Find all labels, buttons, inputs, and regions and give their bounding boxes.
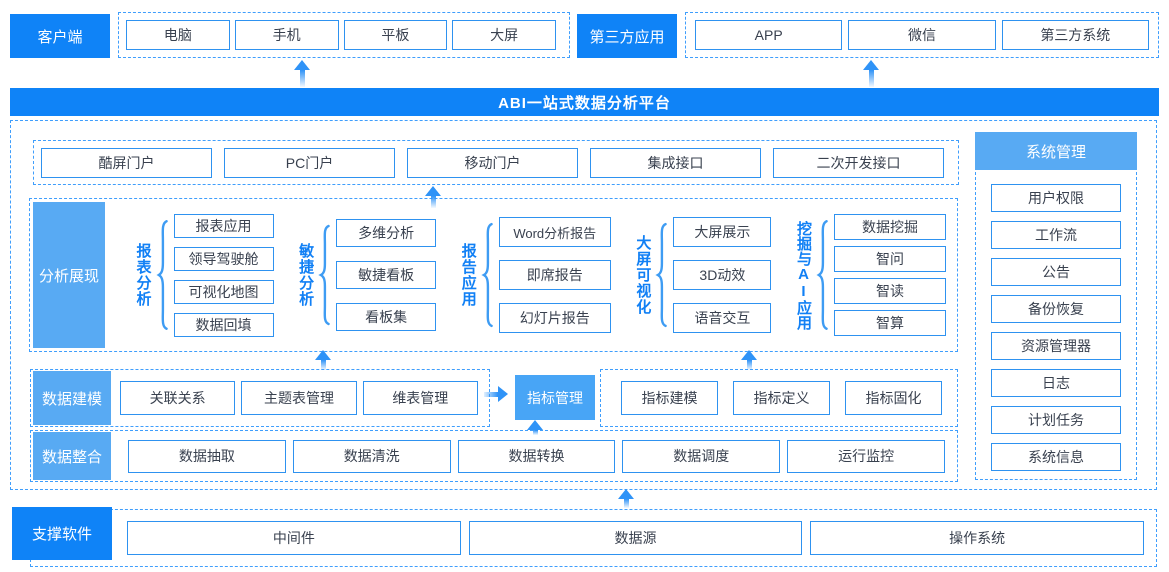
integration-item: 运行监控 [787, 439, 945, 473]
analysis-group: 挖掘与AI应用 数据挖掘 智问 智读 智算 [795, 214, 946, 336]
portal-item: 集成接口 [590, 147, 761, 178]
brace-icon [156, 219, 169, 331]
analysis-group-label: 大屏可视化 [634, 235, 652, 315]
portal-item: 二次开发接口 [773, 147, 944, 178]
analysis-group: 报告应用 Word分析报告 即席报告 幻灯片报告 [459, 217, 611, 333]
up-arrow-icon [617, 489, 635, 508]
metric-item: 指标建模 [621, 381, 718, 415]
support-item: 数据源 [468, 521, 803, 555]
integration-item: 数据抽取 [128, 439, 286, 473]
analysis-item: 敏捷看板 [336, 261, 437, 289]
up-arrow-icon [315, 350, 331, 370]
analysis-group-label: 挖掘与AI应用 [795, 220, 812, 330]
analysis-item: 数据回填 [173, 312, 274, 337]
client-label: 客户端 [10, 14, 110, 58]
analysis-item: 大屏展示 [673, 217, 772, 247]
analysis-group-label: 敏捷分析 [297, 243, 315, 307]
client-item: 手机 [234, 20, 339, 50]
portal-item: 移动门户 [407, 147, 578, 178]
brace-icon [318, 224, 331, 326]
analysis-container [29, 198, 958, 352]
support-container: 中间件 数据源 操作系统 [30, 509, 1157, 567]
client-item: 大屏 [452, 20, 556, 50]
integration-item: 数据清洗 [292, 439, 451, 473]
modeling-item: 维表管理 [362, 381, 478, 415]
up-arrow-icon [424, 186, 442, 208]
platform-banner: ABI一站式数据分析平台 [10, 88, 1159, 116]
analysis-item: 可视化地图 [173, 279, 274, 304]
analysis-item: 多维分析 [336, 219, 437, 247]
analysis-groups: 报表分析 报表应用 领导驾驶舱 可视化地图 数据回填 敏捷分析 多维分析 敏捷看… [118, 198, 958, 352]
platform-frame [10, 120, 1157, 490]
brace-icon [816, 219, 829, 331]
support-item: 操作系统 [810, 521, 1145, 555]
integration-container: 数据抽取 数据清洗 数据转换 数据调度 运行监控 [30, 430, 958, 482]
analysis-item: 看板集 [336, 303, 437, 331]
analysis-item: 智读 [834, 278, 946, 304]
metric-item: 指标定义 [733, 381, 830, 415]
support-item: 中间件 [127, 521, 461, 555]
sysmgmt-item: 日志 [991, 369, 1121, 397]
sysmgmt-item: 资源管理器 [991, 332, 1121, 360]
modeling-container-right: 指标建模 指标定义 指标固化 [600, 369, 958, 427]
analysis-item: 报表应用 [173, 213, 274, 238]
metric-management-box: 指标管理 [515, 375, 595, 420]
sysmgmt-item: 公告 [991, 258, 1121, 286]
integration-item: 数据转换 [457, 439, 616, 473]
analysis-group: 大屏可视化 大屏展示 3D动效 语音交互 [634, 217, 772, 333]
metric-item: 指标固化 [845, 381, 942, 415]
up-arrow-icon [862, 60, 880, 87]
support-section-label: 支撑软件 [12, 507, 112, 560]
client-item: 平板 [343, 20, 448, 50]
analysis-section-label: 分析展现 [33, 202, 105, 348]
modeling-section-label: 数据建模 [33, 371, 111, 425]
portal-item: PC门户 [224, 147, 395, 178]
analysis-item: 智问 [834, 246, 946, 272]
portal-container: 酷屏门户 PC门户 移动门户 集成接口 二次开发接口 [33, 140, 959, 185]
analysis-item: 智算 [834, 310, 946, 336]
third-party-item: 第三方系统 [1001, 20, 1149, 50]
sysmgmt-item: 备份恢复 [991, 295, 1121, 323]
sysmgmt-item: 计划任务 [991, 406, 1121, 434]
brace-icon [481, 222, 494, 328]
brace-icon [655, 222, 668, 328]
client-container: 电脑 手机 平板 大屏 [118, 12, 570, 58]
sysmgmt-header: 系统管理 [975, 132, 1137, 170]
analysis-item: 语音交互 [673, 303, 772, 333]
up-arrow-icon [527, 420, 543, 435]
modeling-container-left: 关联关系 主题表管理 维表管理 [30, 369, 490, 427]
third-party-label: 第三方应用 [577, 14, 677, 58]
third-party-item: 微信 [848, 20, 996, 50]
integration-item: 数据调度 [622, 439, 781, 473]
analysis-group: 敏捷分析 多维分析 敏捷看板 看板集 [297, 219, 437, 331]
sysmgmt-item: 工作流 [991, 221, 1121, 249]
client-item: 电脑 [126, 20, 230, 50]
modeling-item: 关联关系 [120, 381, 236, 415]
sysmgmt-item: 系统信息 [991, 443, 1121, 471]
analysis-group-label: 报表分析 [134, 243, 152, 307]
analysis-item: 数据挖掘 [834, 214, 946, 240]
modeling-item: 主题表管理 [241, 381, 357, 415]
up-arrow-icon [293, 60, 311, 87]
analysis-item: 3D动效 [673, 260, 772, 290]
analysis-group: 报表分析 报表应用 领导驾驶舱 可视化地图 数据回填 [134, 213, 274, 337]
right-arrow-icon [484, 386, 508, 402]
analysis-item: 幻灯片报告 [498, 303, 611, 333]
sysmgmt-items: 用户权限 工作流 公告 备份恢复 资源管理器 日志 计划任务 系统信息 [991, 184, 1121, 471]
analysis-item: Word分析报告 [498, 217, 611, 247]
analysis-item: 即席报告 [498, 260, 611, 290]
third-party-item: APP [695, 20, 843, 50]
up-arrow-icon [741, 350, 757, 370]
analysis-group-label: 报告应用 [459, 243, 477, 307]
third-party-container: APP 微信 第三方系统 [685, 12, 1159, 58]
integration-section-label: 数据整合 [33, 432, 111, 480]
sysmgmt-item: 用户权限 [991, 184, 1121, 212]
analysis-item: 领导驾驶舱 [173, 246, 274, 271]
portal-item: 酷屏门户 [41, 147, 212, 178]
